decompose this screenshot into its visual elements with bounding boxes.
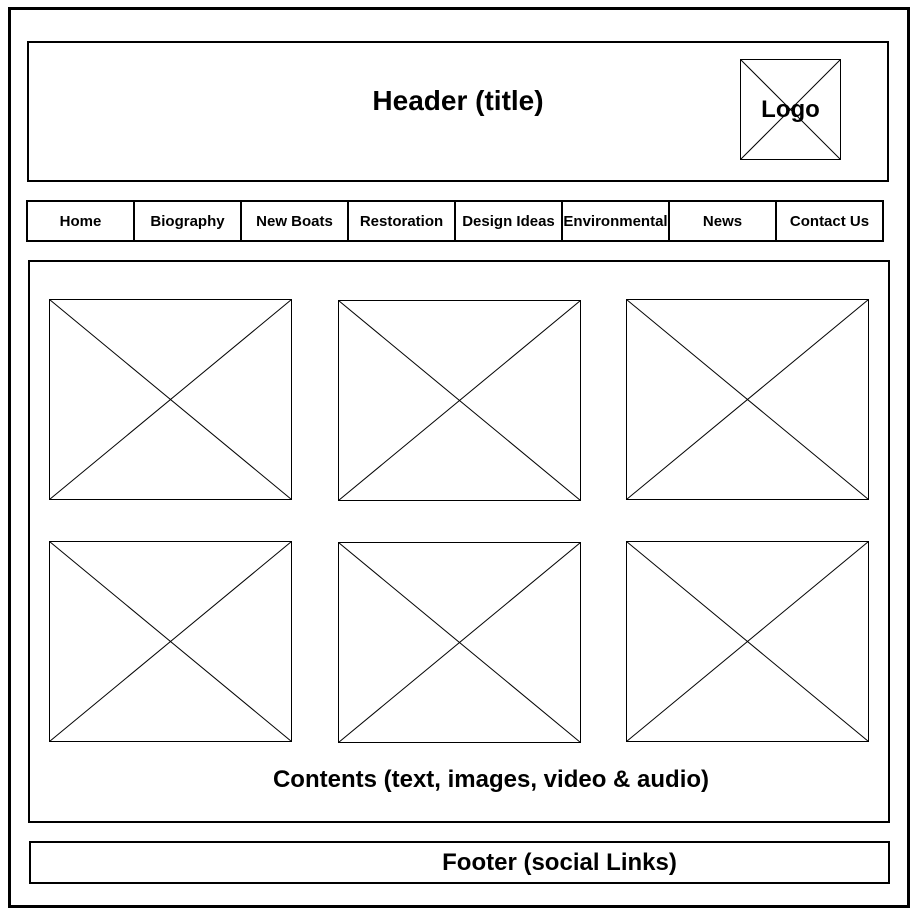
footer: Footer (social Links): [29, 841, 890, 884]
image-placeholder-icon: [49, 299, 292, 500]
image-placeholder-3[interactable]: [626, 299, 869, 501]
content-label: Contents (text, images, video & audio): [272, 766, 710, 793]
page-frame: [8, 7, 910, 908]
nav-item-restoration[interactable]: Restoration: [349, 202, 456, 240]
image-placeholder-6[interactable]: [626, 541, 869, 743]
logo[interactable]: Logo: [740, 59, 841, 160]
image-placeholder-icon: [338, 300, 581, 501]
nav-item-news[interactable]: News: [670, 202, 777, 240]
image-placeholder-5[interactable]: [338, 542, 581, 744]
footer-label: Footer (social Links): [442, 849, 677, 876]
logo-placeholder-icon: [740, 59, 841, 160]
nav-item-biography[interactable]: Biography: [135, 202, 242, 240]
nav-item-new-boats[interactable]: New Boats: [242, 202, 349, 240]
image-placeholder-4[interactable]: [49, 541, 292, 743]
image-placeholder-icon: [626, 541, 869, 742]
image-placeholder-icon: [626, 299, 869, 500]
header-title: Header (title): [372, 85, 544, 116]
nav-item-home[interactable]: Home: [28, 202, 135, 240]
image-placeholder-icon: [49, 541, 292, 742]
nav-item-design-ideas[interactable]: Design Ideas: [456, 202, 563, 240]
nav-bar: Home Biography New Boats Restoration Des…: [26, 200, 884, 242]
logo-label: Logo: [761, 96, 820, 123]
image-placeholder-icon: [338, 542, 581, 743]
nav-item-contact-us[interactable]: Contact Us: [789, 212, 870, 230]
nav-item-environmental[interactable]: Environmental: [563, 202, 670, 240]
image-placeholder-1[interactable]: [49, 299, 292, 501]
image-placeholder-2[interactable]: [338, 300, 581, 502]
